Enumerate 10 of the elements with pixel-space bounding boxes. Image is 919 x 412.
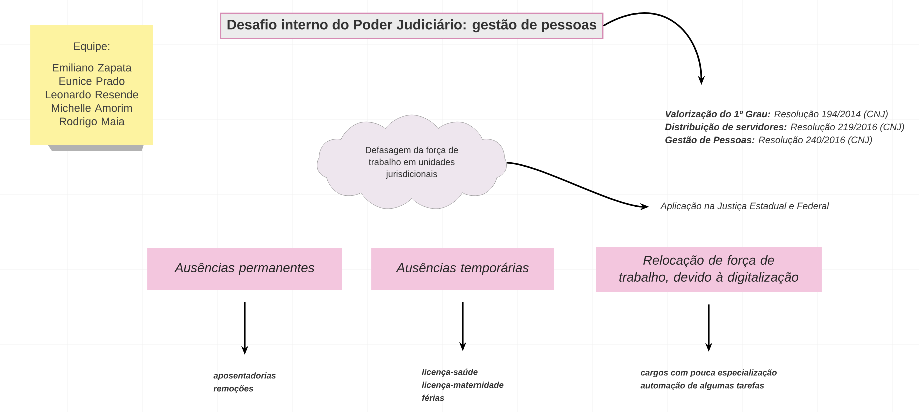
category-box: Ausências temporárias <box>372 248 554 290</box>
annotation-text: Valorização do 1º Grau: Resolução 194/2014 (CNJ) Distribuição de servidores: Resolução 219/2016 (CNJ) Gestão de Pessoas: Resolução 240/2016 (CNJ) <box>665 110 904 146</box>
list-text: licença-saúde licença-maternidade férias <box>422 368 504 402</box>
category-box: Relocação de força de trabalho, devido à digitalização <box>596 248 822 292</box>
annotation-text: Aplicação na Justiça Estadual e Federal <box>660 202 830 212</box>
sticky-note: Equipe: Emiliano Zapata Eunice Prado Leonardo Resende Michelle Amorim Rodrigo Maia <box>30 25 154 151</box>
list-text: aposentadorias remoções <box>214 372 276 394</box>
title-box: Desafio interno do Poder Judiciário: gestão de pessoas <box>220 12 604 40</box>
category-box: Ausências permanentes <box>148 248 342 290</box>
list-text: cargos com pouca especialização automação de algumas tarefas <box>640 370 777 390</box>
